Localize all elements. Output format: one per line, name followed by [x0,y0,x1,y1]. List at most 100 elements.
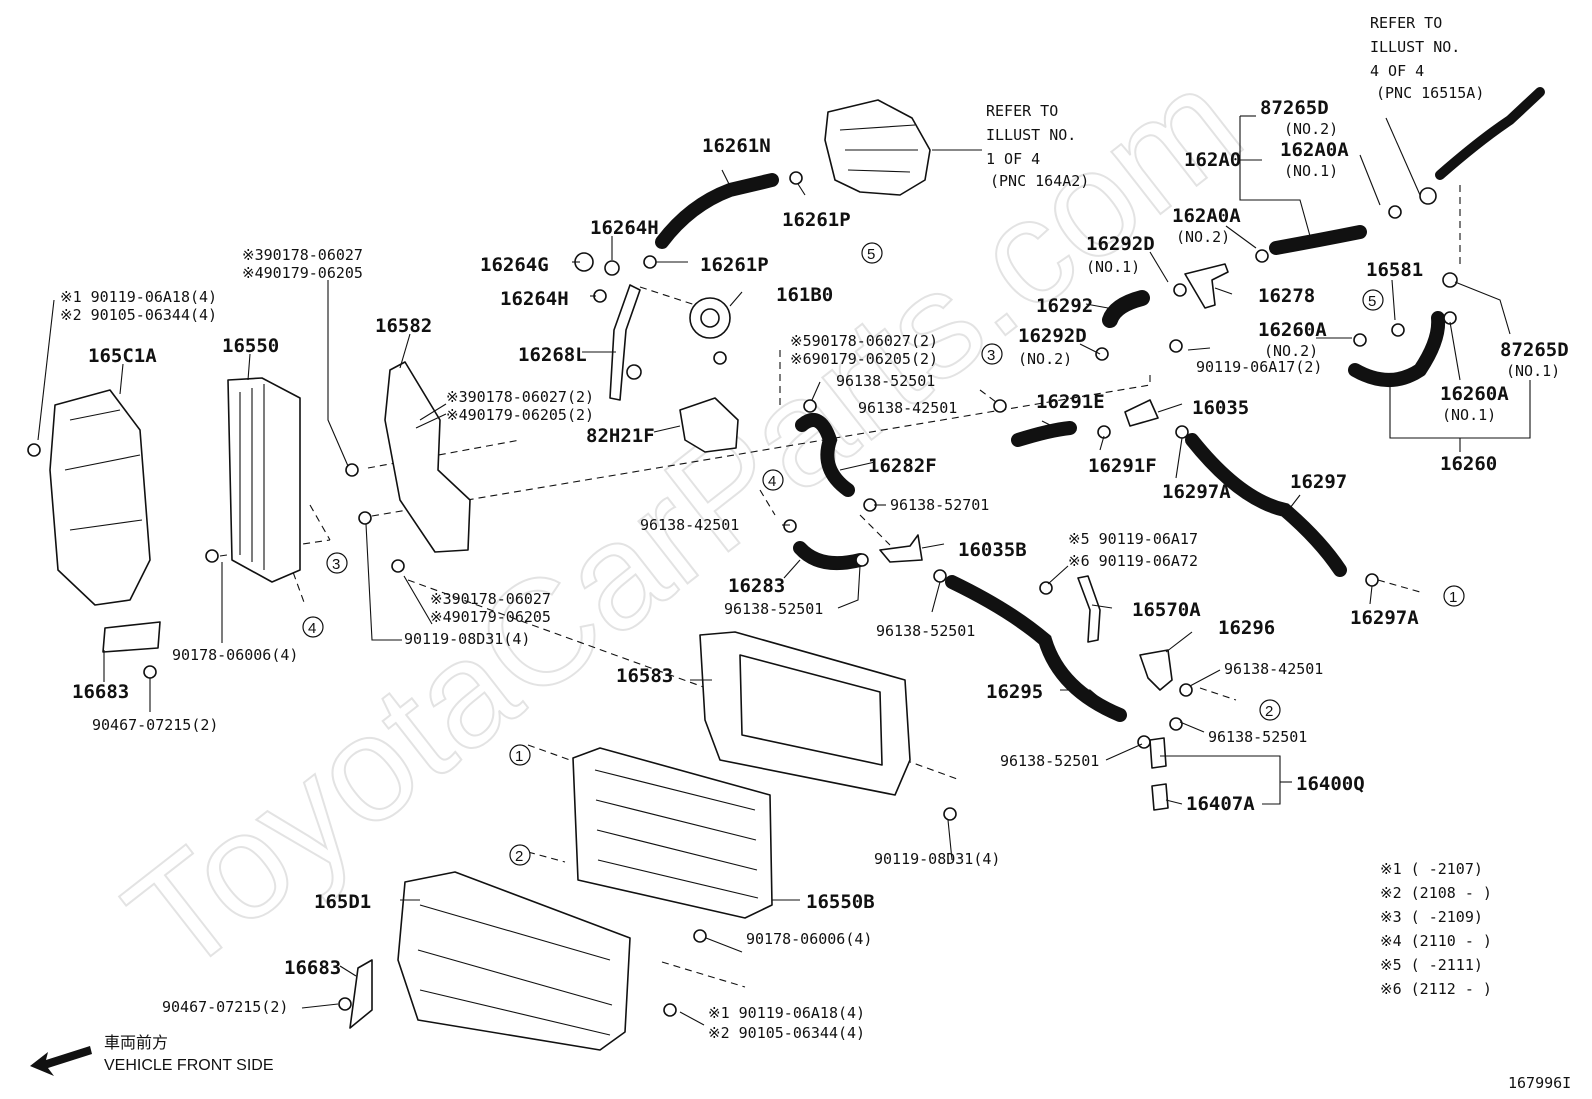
label-16260A-a: 16260A [1258,319,1327,341]
svg-text:2: 2 [1265,703,1273,720]
label-165D1: 165D1 [314,891,371,913]
drain-16407A [1151,783,1169,811]
fastener-label: ※1 90119-06A18(4) [708,1004,865,1022]
fastener-label: 96138-52501 [1208,728,1307,746]
label-16261P-a: 16261P [782,209,851,231]
fastener-label: 96138-52501 [836,372,935,390]
svg-text:2: 2 [515,848,523,865]
direction-arrow-icon [30,1046,92,1076]
fastener-label: 96138-52501 [1000,752,1099,770]
label-162A0A-a: 162A0A [1280,139,1349,161]
fitting-16035B [879,534,923,563]
legend-row: ※3 ( -2109) [1380,908,1483,926]
svg-text:4: 4 [308,620,316,637]
label-16683-lower: 16683 [284,957,341,979]
label-16264H-b: 16264H [500,288,569,310]
fastener-label: ※390178-06027(2) [446,388,594,406]
label-16278: 16278 [1258,285,1315,307]
svg-text:REFER TO: REFER TO [1370,14,1442,32]
legend-row: ※4 (2110 - ) [1380,932,1492,950]
svg-text:3: 3 [332,556,340,573]
svg-text:1: 1 [1449,589,1457,606]
refer-note-top-center: REFER TO ILLUST NO. 1 OF 4 (PNC 164A2) [932,102,1089,190]
ref-circle-3-left: 3 [326,552,348,574]
sublabel-16292D-a: (NO.1) [1086,258,1140,276]
legend: ※1 ( -2107) ※2 (2108 - ) ※3 ( -2109) ※4 … [1380,860,1492,998]
bracket-16570A [1077,575,1101,643]
ref-circle-4-mid: 4 [762,469,784,491]
legend-row: ※2 (2108 - ) [1380,884,1492,902]
diagram-id: 167996I [1508,1074,1571,1092]
sublabel-87265D-b: (NO.1) [1506,362,1560,380]
bracket-16268L [609,284,641,401]
label-16264G: 16264G [480,254,549,276]
fastener-label: 90178-06006(4) [172,646,298,664]
fastener-label: 90467-07215(2) [92,716,218,734]
fitting-16296 [1139,649,1173,691]
label-16582: 16582 [375,315,432,337]
label-16282F: 16282F [868,455,937,477]
ref-circle-2-radiator: 2 [509,844,531,866]
refer-note-top-right: REFER TO ILLUST NO. 4 OF 4 (PNC 16515A) [1370,14,1484,102]
ref-circle-4-left: 4 [302,616,324,638]
svg-text:(PNC 164A2): (PNC 164A2) [990,172,1089,190]
fastener-label: 90119-06A17(2) [1196,358,1322,376]
label-162A0: 162A0 [1184,149,1241,171]
label-16400Q: 16400Q [1296,773,1365,795]
label-16683-upper: 16683 [72,681,129,703]
label-16550: 16550 [222,335,279,357]
shroud-165D1 [397,871,631,1051]
label-161B0: 161B0 [776,284,833,306]
label-16264H-a: 16264H [590,217,659,239]
label-16583: 16583 [616,665,673,687]
pipe-16278 [1184,263,1229,309]
radiator-16550B [572,747,773,919]
label-16035: 16035 [1192,397,1249,419]
label-16261N: 16261N [702,135,771,157]
drain-16400Q [1149,737,1167,769]
reservoir-tank [824,99,931,196]
svg-text:ILLUST NO.: ILLUST NO. [986,126,1076,144]
label-165C1A: 165C1A [88,345,157,367]
sublabel-16260A-a: (NO.2) [1264,342,1318,360]
fastener-label: ※5 90119-06A17 [1068,530,1198,548]
legend-row: ※6 (2112 - ) [1380,980,1492,998]
svg-text:5: 5 [1368,293,1376,310]
svg-text:1: 1 [515,748,523,765]
label-16291E: 16291E [1036,391,1105,413]
label-16292D-b: 16292D [1018,325,1087,347]
label-16261P-b: 16261P [700,254,769,276]
ref-circle-1-radiator: 1 [509,744,531,766]
svg-text:5: 5 [867,246,875,263]
shroud-165C1A [49,389,151,606]
label-16283: 16283 [728,575,785,597]
svg-text:1 OF 4: 1 OF 4 [986,150,1040,168]
direction-label-en: VEHICLE FRONT SIDE [104,1057,274,1074]
part-labels: 16261N 16261P 16264H 16264G 16261P 16264… [72,97,1569,979]
ref-circles: 5 3 5 4 1 2 3 4 1 2 [302,242,1465,866]
label-16268L: 16268L [518,344,587,366]
label-16260: 16260 [1440,453,1497,475]
fastener-label: 90467-07215(2) [162,998,288,1016]
svg-text:ILLUST NO.: ILLUST NO. [1370,38,1460,56]
fastener-labels: ※1 90119-06A18(4) ※2 90105-06344(4) ※390… [60,246,1323,1042]
fastener-label: 96138-52701 [890,496,989,514]
clamps [27,171,1458,1017]
svg-text:4 OF 4: 4 OF 4 [1370,62,1424,80]
fastener-label: ※390178-06027 [430,590,551,608]
ref-circle-1-right: 1 [1443,585,1465,607]
fastener-label: 90119-08D31(4) [874,850,1000,868]
ref-circle-5-right: 5 [1362,289,1384,311]
label-87265D-b: 87265D [1500,339,1569,361]
label-16297: 16297 [1290,471,1347,493]
svg-text:3: 3 [987,347,995,364]
fastener-label: 90119-08D31(4) [404,630,530,648]
fastener-label: ※490179-06205(2) [446,406,594,424]
vehicle-front-indicator: 車両前方 VEHICLE FRONT SIDE [30,1034,274,1076]
fastener-label: ※490179-06205 [430,608,551,626]
label-16296: 16296 [1218,617,1275,639]
direction-label-jp: 車両前方 [104,1034,168,1052]
label-16570A: 16570A [1132,599,1201,621]
bracket-16582 [384,361,471,553]
sublabel-16292D-b: (NO.2) [1018,350,1072,368]
